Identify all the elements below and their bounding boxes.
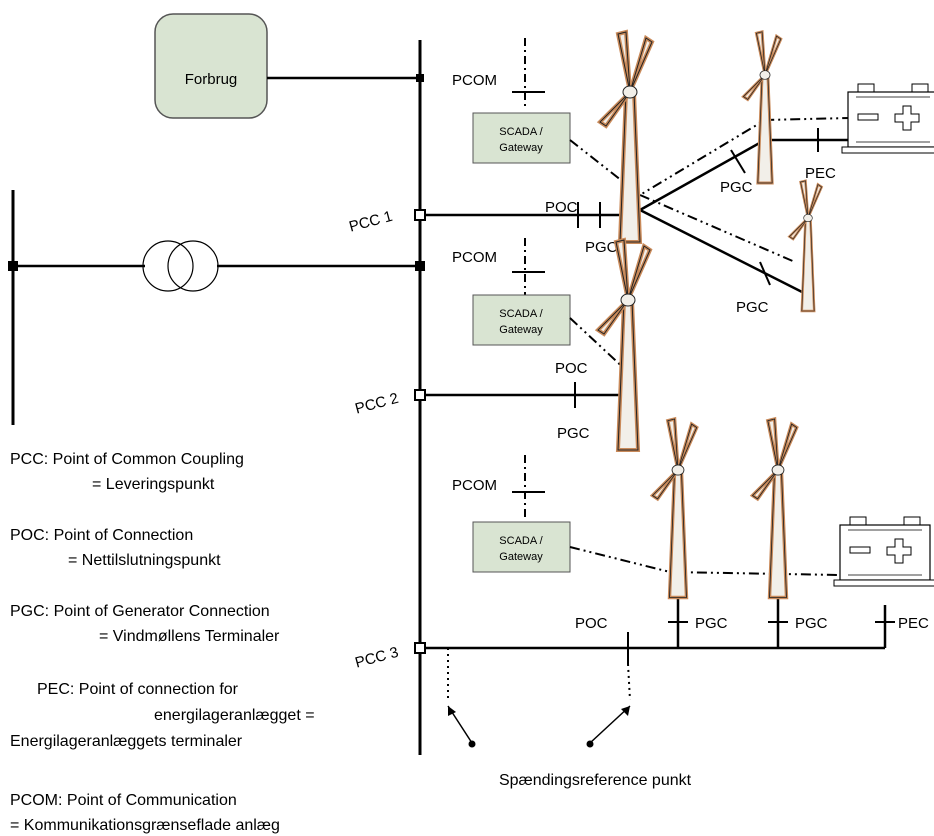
scada-box (472, 112, 571, 164)
svg-text:Energilageranlæggets terminale: Energilageranlæggets terminaler (10, 733, 243, 750)
svg-text:POC: POC (555, 360, 588, 377)
svg-text:PGC: PGC (557, 425, 590, 442)
svg-text:Gateway: Gateway (499, 142, 543, 154)
poc-label: POC (545, 199, 578, 216)
pcc1-label: PCC 1 (347, 208, 394, 236)
battery-icon (841, 83, 934, 154)
svg-text:= Nettilslutningspunkt: = Nettilslutningspunkt (68, 552, 221, 569)
pgc-label: PGC (585, 239, 618, 256)
svg-text:= Kommunikationsgrænseflade an: = Kommunikationsgrænseflade anlæg (10, 817, 280, 834)
svg-text:PGC: PGC (695, 615, 728, 632)
svg-text:PEC: PEC (898, 615, 929, 632)
svg-text:Gateway: Gateway (499, 551, 543, 563)
svg-text:POC: Point of Connection: POC: Point of Connection (10, 527, 193, 544)
svg-text:energilageranlægget =: energilageranlægget = (154, 707, 315, 724)
pcom-label: PCOM (452, 72, 497, 89)
consumption-label: Forbrug (185, 71, 238, 88)
svg-text:PGC: Point of Generator Connec: PGC: Point of Generator Connection (10, 603, 270, 620)
svg-text:SCADA /: SCADA / (499, 308, 543, 320)
svg-text:SCADA /: SCADA / (499, 535, 543, 547)
svg-text:= Vindmøllens Terminaler: = Vindmøllens Terminaler (99, 628, 280, 645)
wind-turbine-icon (750, 417, 799, 600)
scada-box (472, 521, 571, 573)
pec-label: PEC (805, 165, 836, 182)
pcc1-node (414, 209, 426, 221)
pcc3-label: PCC 3 (353, 644, 400, 672)
consumption-box (154, 13, 268, 119)
arrow-icon (589, 705, 631, 744)
svg-text:PGC: PGC (720, 179, 753, 196)
svg-text:SCADA /: SCADA / (499, 126, 543, 138)
svg-text:PCOM: PCOM (452, 249, 497, 266)
wind-turbine-icon (598, 30, 654, 244)
svg-text:PCOM: Point of Communication: PCOM: Point of Communication (10, 792, 237, 809)
svg-text:PCC: Point of Common Coupling: PCC: Point of Common Coupling (10, 451, 244, 468)
pcc2-label: PCC 2 (353, 390, 400, 418)
wind-turbine-icon (741, 30, 783, 185)
svg-text:PGC: PGC (736, 299, 769, 316)
svg-text:PCOM: PCOM (452, 477, 497, 494)
transformer-symbol (142, 240, 194, 292)
pcc3-node (414, 642, 426, 654)
svg-text:PGC: PGC (795, 615, 828, 632)
battery-icon (833, 516, 934, 587)
pcc2-node (414, 389, 426, 401)
voltage-reference-label: Spændingsreference punkt (499, 772, 692, 789)
bus-node (416, 74, 424, 82)
wind-turbine-icon (596, 238, 652, 452)
scada-box (472, 294, 571, 346)
svg-text:Gateway: Gateway (499, 324, 543, 336)
svg-text:POC: POC (575, 615, 608, 632)
wind-turbine-icon (650, 417, 699, 600)
legend: PCC: Point of Common Coupling = Levering… (10, 451, 315, 834)
svg-text:= Leveringspunkt: = Leveringspunkt (92, 476, 215, 493)
svg-text:PEC: Point of connection for: PEC: Point of connection for (37, 681, 239, 698)
wind-turbine-icon (788, 179, 823, 313)
